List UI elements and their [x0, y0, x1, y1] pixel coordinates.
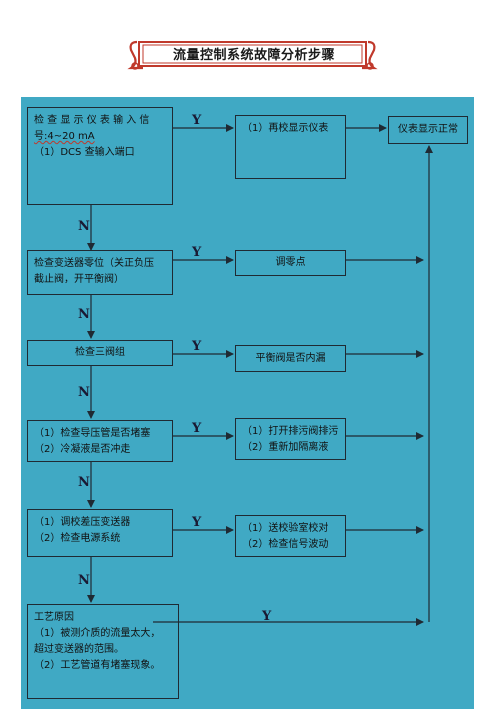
check-box-impulse-line: （1）检查导压管是否堵塞 （2）冷凝液是否冲走 [27, 420, 173, 462]
check-text: 检查变送器零位（关正负压 [34, 258, 154, 269]
check-text: 超过变送器的范围。 [34, 644, 124, 655]
check-box-transmitter-zero: 检查变送器零位（关正负压 截止阀，开平衡阀） [27, 250, 173, 295]
action-text: （1）送校验室校对 [242, 523, 329, 534]
action-text: （2）重新加隔离液 [242, 442, 329, 453]
check-text: （1）被测介质的流量太大， [34, 628, 161, 639]
yes-label: Y [192, 515, 202, 530]
action-text: 调零点 [275, 257, 306, 268]
action-box-recalibrate-display: （1）再校显示仪表 [235, 115, 346, 179]
yes-label: Y [262, 609, 272, 624]
flowchart-panel [21, 97, 474, 709]
check-text: （2）工艺管道有堵塞现象。 [34, 660, 161, 671]
check-text: 号:4~20 mA [34, 131, 95, 142]
check-box-display-input: 检 查 显 示 仪 表 输 入 信 号:4~20 mA （1）DCS 查输入端口 [27, 107, 173, 205]
yes-label: Y [192, 245, 202, 260]
action-box-drain-refill: （1）打开排污阀排污 （2）重新加隔离液 [235, 418, 346, 460]
no-label: N [78, 475, 90, 490]
no-label: N [78, 307, 90, 322]
action-text: （1）打开排污阀排污 [242, 426, 339, 437]
check-text: 检查三阀组 [75, 347, 125, 358]
check-box-calibrate-transmitter: （1）调校差压变送器 （2）检查电源系统 [27, 509, 173, 557]
no-label: N [78, 385, 90, 400]
result-box: 仪表显示正常 [388, 116, 468, 144]
check-text: （1）调校差压变送器 [34, 517, 131, 528]
yes-label: Y [192, 113, 202, 128]
page-title: 流量控制系统故障分析步骤 [172, 48, 335, 63]
action-text: （2）检查信号波动 [242, 539, 329, 550]
no-label: N [78, 573, 90, 588]
check-text: 截止阀，开平衡阀） [34, 274, 124, 285]
action-text: 平衡阀是否内漏 [255, 352, 326, 364]
action-box-zero-adjust: 调零点 [235, 250, 346, 276]
action-box-send-calibration: （1）送校验室校对 （2）检查信号波动 [235, 515, 346, 557]
result-text: 仪表显示正常 [398, 124, 458, 135]
check-text: （2）冷凝液是否冲走 [34, 444, 131, 455]
check-text: （1）DCS 查输入端口 [34, 147, 135, 158]
title-banner [127, 40, 378, 70]
check-text: （1）检查导压管是否堵塞 [34, 428, 151, 439]
check-text: 检 查 显 示 仪 表 输 入 信 [34, 115, 150, 126]
yes-label: Y [192, 421, 202, 436]
action-box-balance-valve: 平衡阀是否内漏 [235, 345, 346, 372]
check-box-three-valve: 检查三阀组 [27, 340, 173, 366]
action-text: （1）再校显示仪表 [242, 123, 329, 134]
check-text: 工艺原因 [34, 612, 74, 623]
check-box-process-cause: 工艺原因 （1）被测介质的流量太大， 超过变送器的范围。 （2）工艺管道有堵塞现… [27, 604, 179, 699]
check-text: （2）检查电源系统 [34, 533, 121, 544]
no-label: N [78, 219, 90, 234]
yes-label: Y [192, 339, 202, 354]
